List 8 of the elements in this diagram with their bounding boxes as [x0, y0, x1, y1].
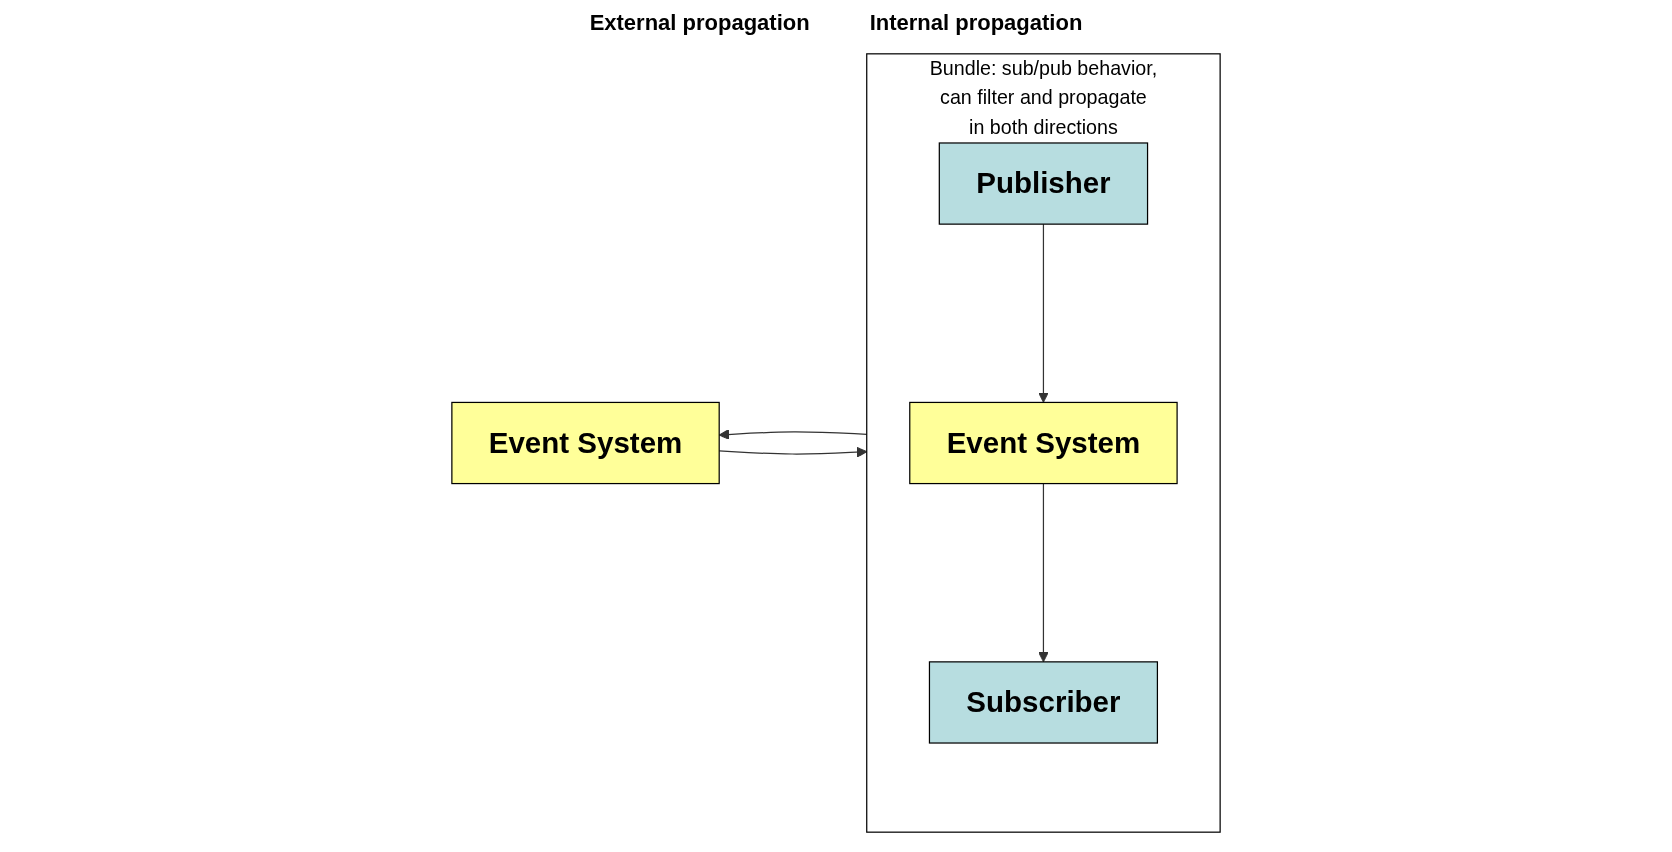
node-box: Event System [909, 401, 1178, 485]
arrow [1038, 223, 1049, 403]
node-box: Subscriber [928, 661, 1159, 744]
note-text: Internal propagation [869, 10, 1083, 36]
node-box: Publisher [938, 142, 1149, 225]
node-box: Event System [451, 401, 720, 485]
note-text: External propagation [589, 10, 810, 36]
arrow [1038, 482, 1049, 663]
